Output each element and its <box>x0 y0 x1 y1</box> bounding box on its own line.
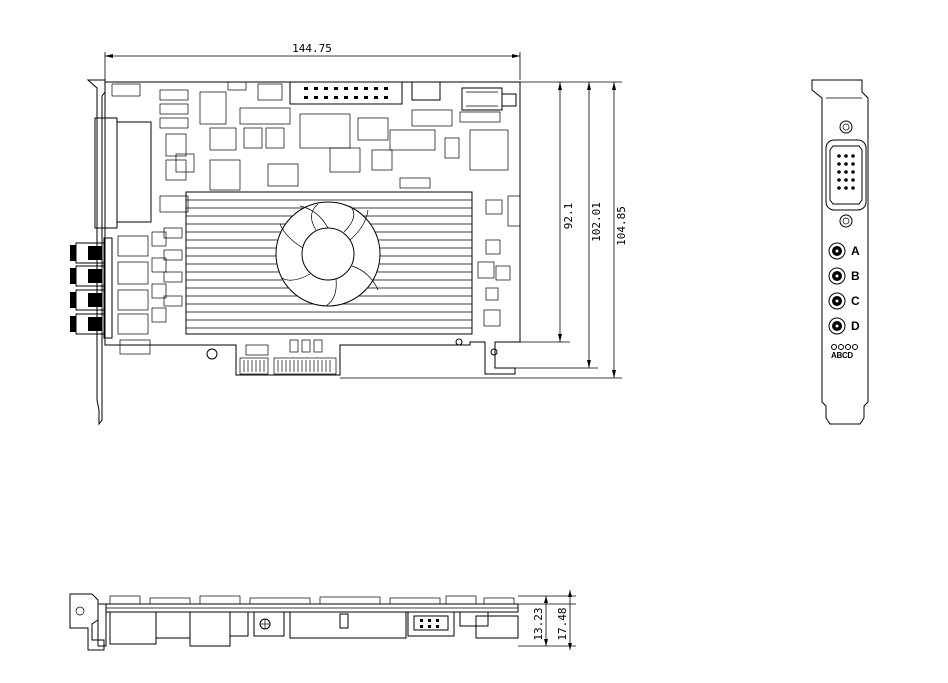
dim-board-length: 144.75 <box>104 42 521 80</box>
side-vga-connector <box>109 611 157 645</box>
heatsink <box>185 191 473 335</box>
pcie-gold-fingers <box>239 357 337 375</box>
port-label-a: A <box>851 244 860 258</box>
bnc-port-d <box>828 317 846 335</box>
thickness-1-label: 13.23 <box>532 607 545 640</box>
bracket-view: A B C D ABCD <box>811 79 869 425</box>
header-connector <box>289 81 403 105</box>
bnc-connectors-side <box>70 237 113 339</box>
vga-screw-bottom <box>839 214 853 228</box>
height-2-label: 102.01 <box>590 202 603 242</box>
side-view: 13.23 17.48 <box>69 590 576 651</box>
vga-pins <box>837 154 855 190</box>
port-label-d: D <box>851 319 860 333</box>
board-length-label: 144.75 <box>292 42 332 55</box>
vga-connector <box>825 139 867 211</box>
bnc-port-b <box>828 267 846 285</box>
dim-heights: 92.1 102.01 104.85 <box>340 81 628 379</box>
status-leds <box>831 344 858 350</box>
port-label-c: C <box>851 294 860 308</box>
dim-thickness: 13.23 17.48 <box>518 590 576 650</box>
port-label-b: B <box>851 269 860 283</box>
pcb-outline <box>104 81 521 376</box>
height-3-label: 104.85 <box>615 206 628 246</box>
pcb-front-view: 144.75 92.1 102.01 104.85 <box>70 42 628 426</box>
bnc-port-a <box>828 242 846 260</box>
side-header-connector <box>289 611 407 639</box>
height-1-label: 92.1 <box>562 203 575 230</box>
bracket-outline <box>811 79 869 425</box>
vga-screw-top <box>839 120 853 134</box>
bnc-port-c <box>828 292 846 310</box>
led-labels: ABCD <box>831 351 853 360</box>
vga-connector-side <box>94 117 118 229</box>
thickness-2-label: 17.48 <box>556 607 569 640</box>
